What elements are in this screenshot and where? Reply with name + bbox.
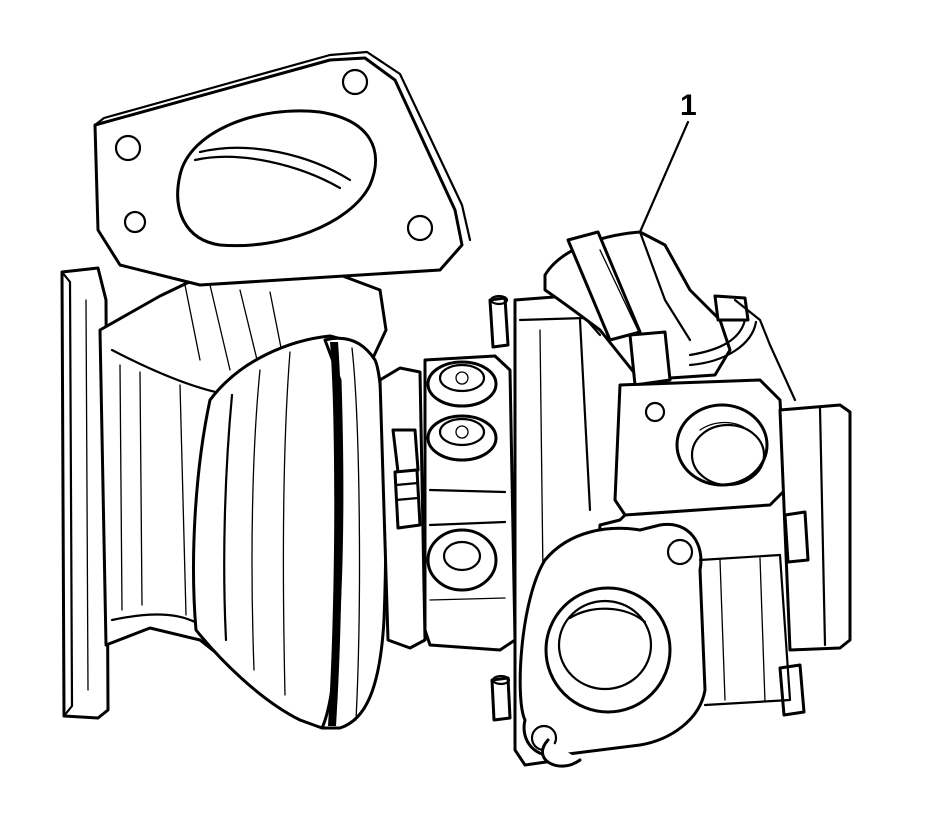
outlet-flange — [60, 266, 110, 720]
coolant-port-boss — [426, 528, 498, 592]
housing-bolt-bottom — [490, 674, 512, 722]
elbow-bolt-upper — [783, 510, 810, 564]
inlet-flange — [93, 50, 472, 287]
v-band-clamp — [320, 336, 388, 730]
callout-leader-line — [638, 120, 690, 234]
bolt-head-upper — [426, 360, 498, 408]
housing-bolt-top — [488, 294, 510, 349]
callout-1: 1 — [638, 89, 697, 234]
bolt-head-lower — [426, 414, 498, 462]
wastegate-actuator — [543, 230, 797, 402]
center-housing-block — [378, 354, 517, 652]
elbow-bolt-lower — [778, 663, 806, 717]
compressor-outlet-flange — [613, 378, 852, 652]
elbow-flange — [518, 510, 810, 768]
compressor-shroud — [192, 334, 347, 730]
oil-line-fitting — [391, 428, 422, 530]
callout-label: 1 — [680, 89, 697, 122]
